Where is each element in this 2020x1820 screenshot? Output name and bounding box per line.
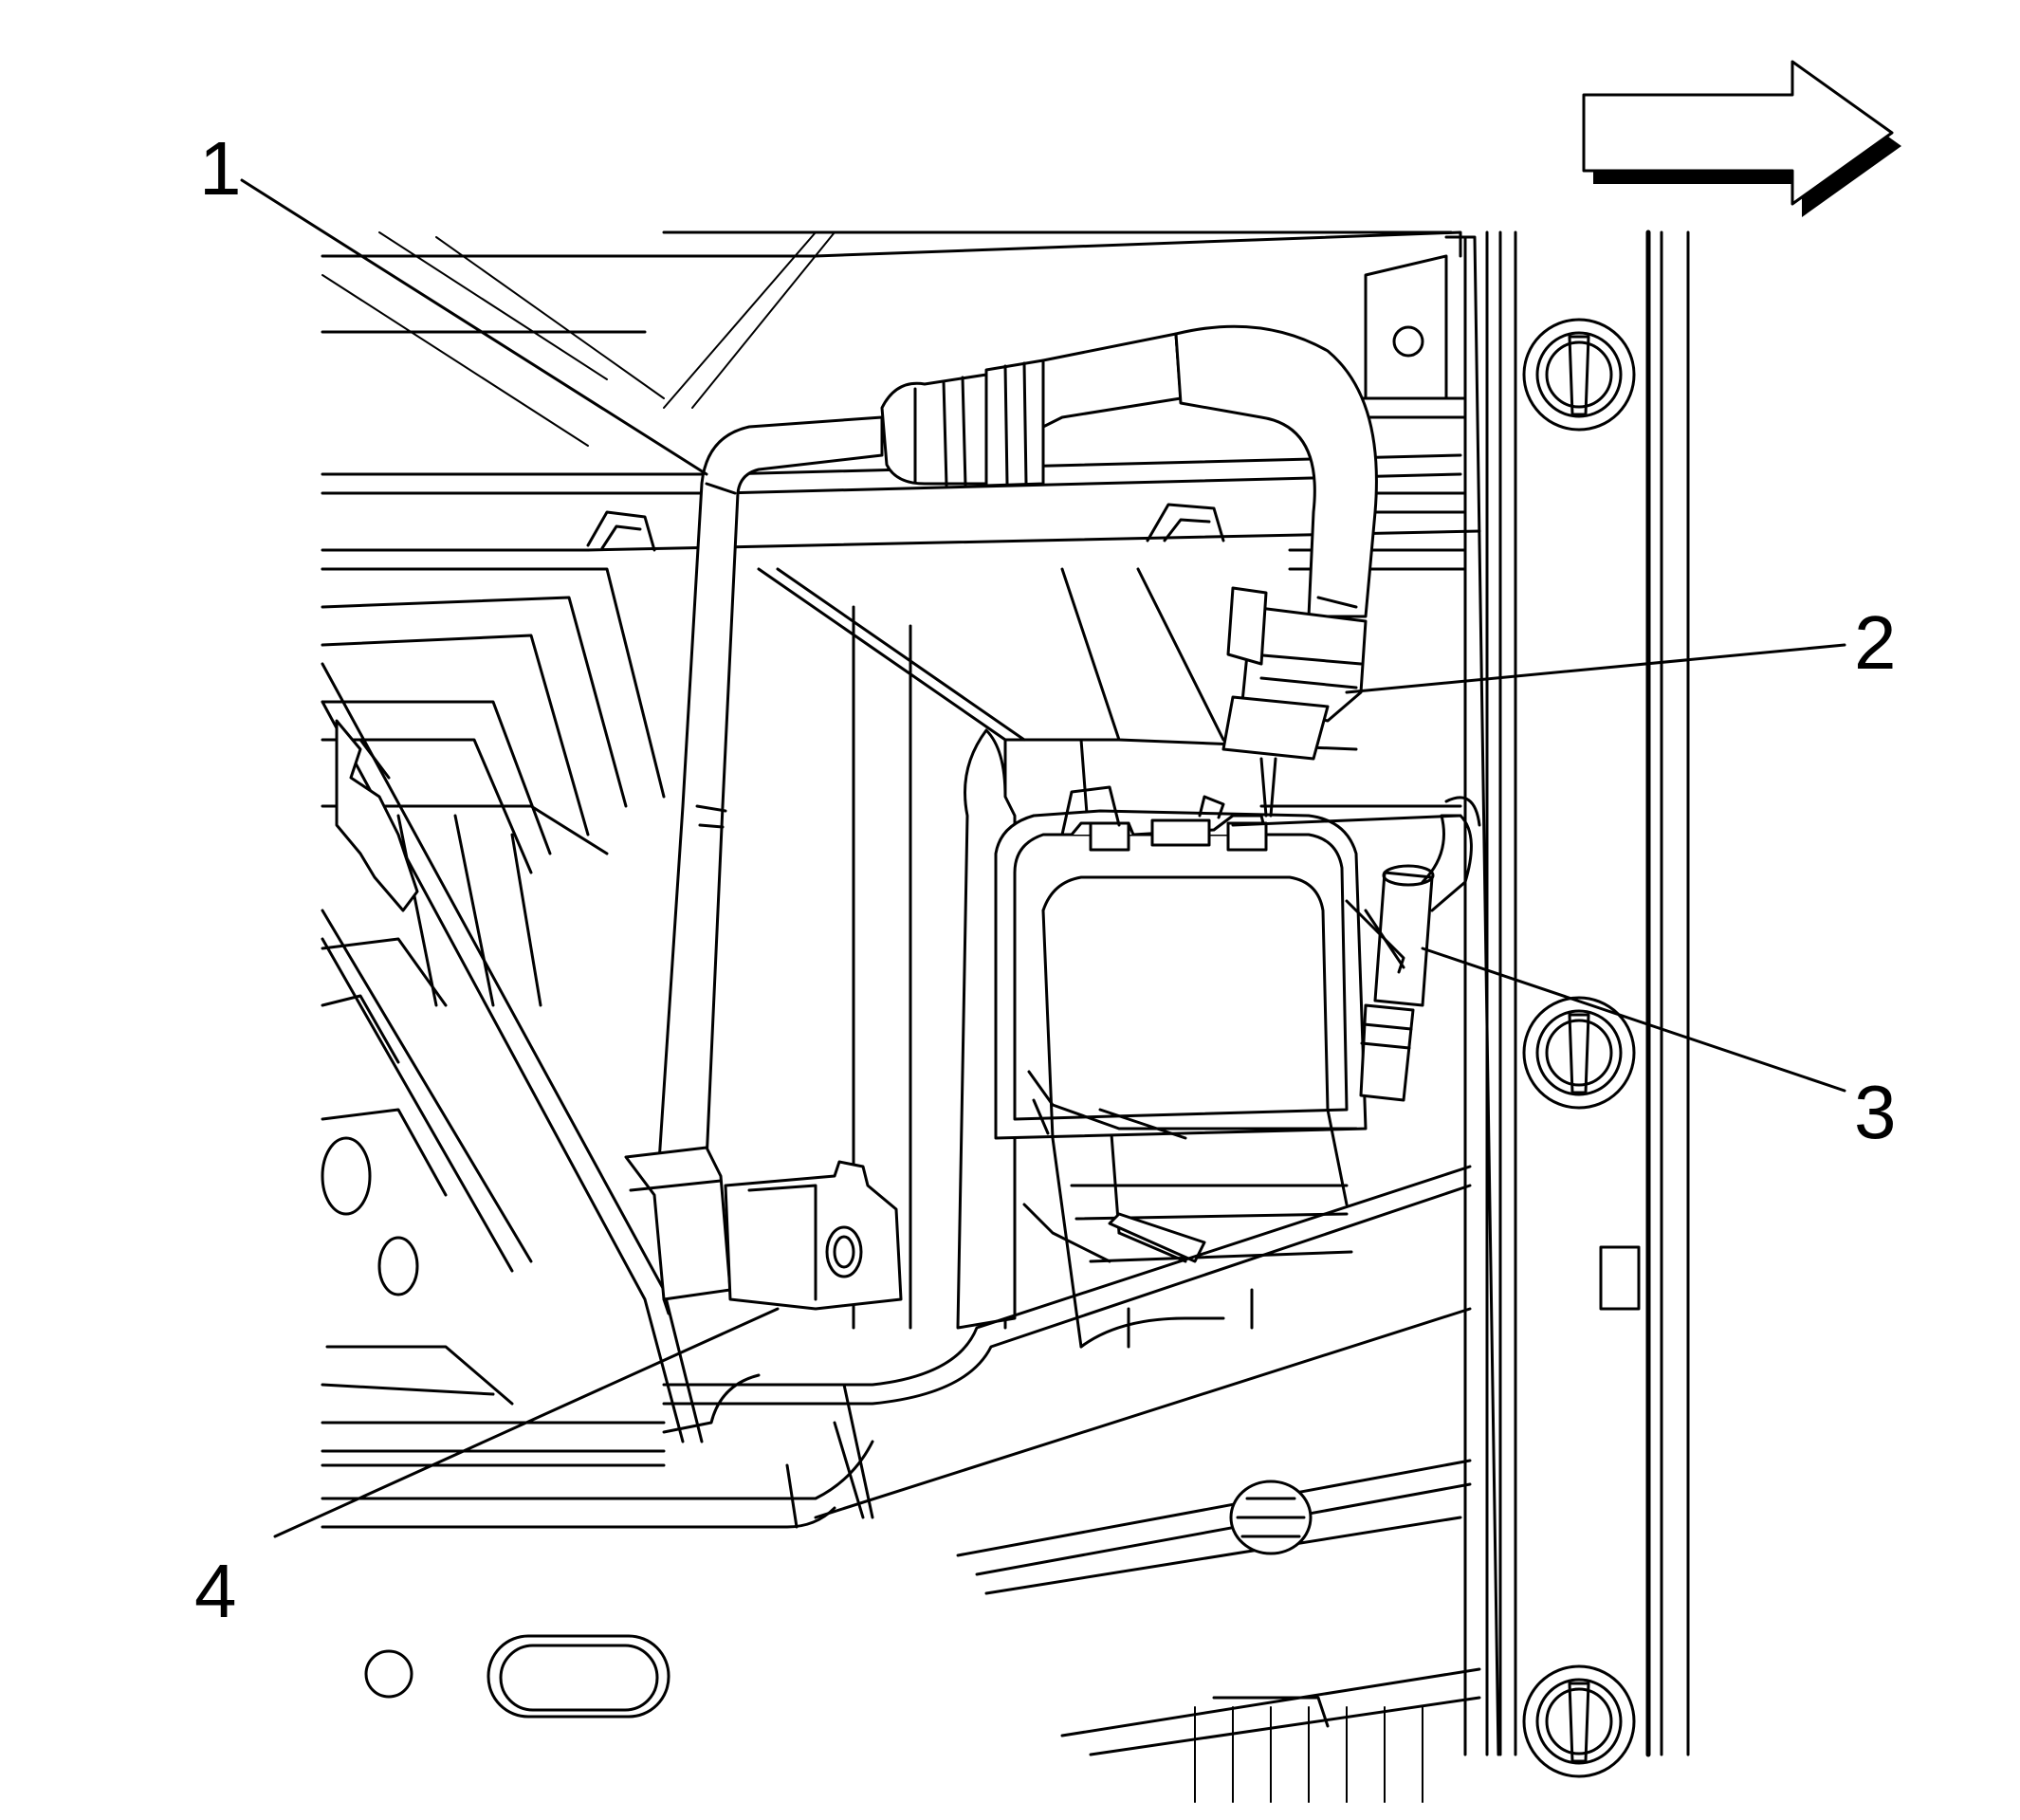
- callout-2: 2: [1854, 600, 1897, 685]
- callout-3: 3: [1854, 1070, 1897, 1154]
- right-arrow-icon: [1582, 60, 1901, 217]
- pillar-bolt-middle: [1522, 996, 1636, 1110]
- panel-clip-left: [586, 510, 656, 552]
- panel-clip-right: [1146, 503, 1225, 542]
- left-cable: [321, 662, 704, 1443]
- canister-assembly: [994, 785, 1368, 1349]
- evap-pipe: [657, 324, 1378, 1164]
- callout-1: 1: [199, 126, 242, 211]
- pillar-bolt-top: [1522, 318, 1636, 432]
- left-structure: [321, 567, 666, 1467]
- vent-connector: [1231, 796, 1481, 1102]
- pillar-bolt-bottom: [1522, 1664, 1636, 1778]
- pipe-bracket: [624, 1146, 903, 1315]
- leader-line-4: [273, 1307, 780, 1538]
- callout-labels: 1 2 3 4: [194, 126, 1897, 1633]
- lower-crossmember: [321, 1165, 1481, 1803]
- leader-lines: [240, 178, 1846, 1538]
- leader-line-1: [240, 178, 708, 476]
- leader-line-2: [1345, 643, 1846, 694]
- quick-connector: [1221, 586, 1368, 818]
- callout-4: 4: [194, 1549, 237, 1633]
- leader-line-3: [1421, 947, 1846, 1093]
- frame-pillar: [1485, 230, 1690, 1757]
